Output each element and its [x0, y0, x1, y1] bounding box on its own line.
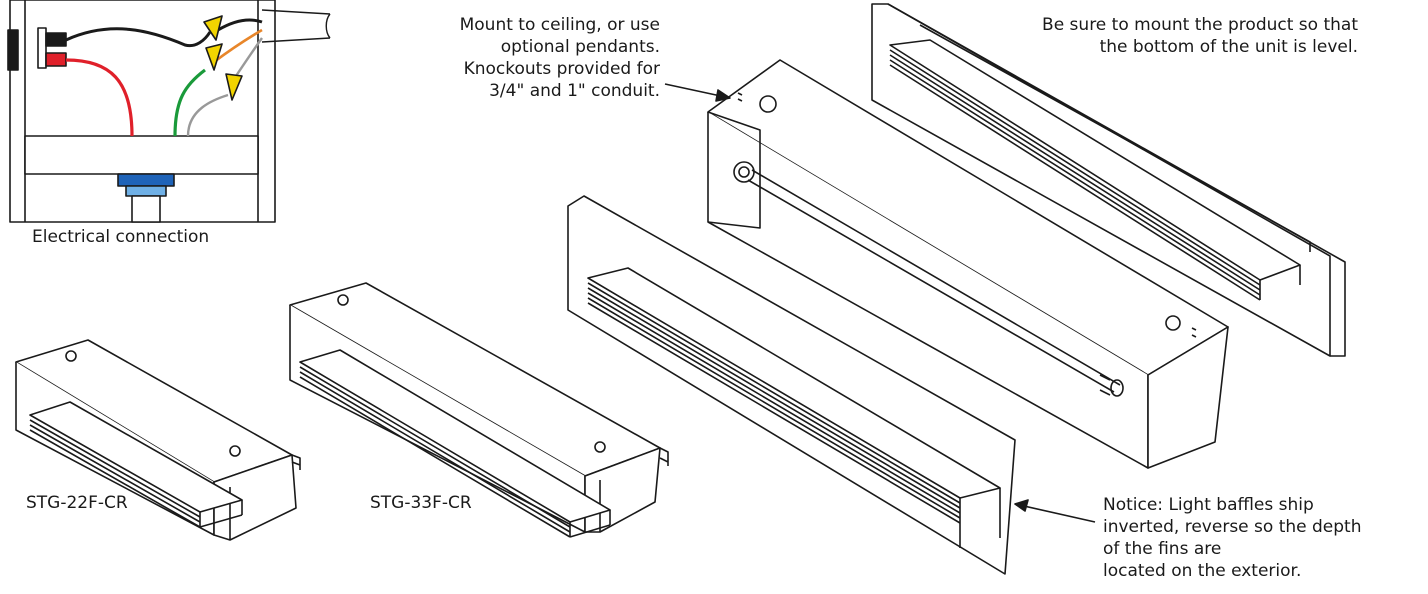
electrical-connection-inset: [7, 0, 331, 223]
fixture-stg-33f-cr: [289, 282, 669, 538]
knockout-hole-icon: [337, 294, 349, 306]
baffle-fins-illustration: [889, 39, 1301, 301]
notice-leader-arrow: [1014, 499, 1096, 523]
back-panel: [871, 3, 1346, 357]
knockout-hole-icon: [229, 445, 241, 457]
knockout-hole-icon: [594, 441, 606, 453]
black-terminal-icon: [45, 32, 67, 47]
mount-instructions-label: Mount to ceiling, or use optional pendan…: [459, 15, 660, 101]
conduit-connector-icon: [117, 173, 175, 223]
baffle-fins-illustration: [29, 401, 243, 528]
red-terminal-icon: [45, 52, 67, 67]
model-label-stg-33f-cr: STG-33F-CR: [370, 493, 472, 513]
wire-nut-icon: [203, 15, 223, 41]
fixture-stg-22f-cr: [15, 339, 301, 541]
front-panel: [567, 195, 1016, 575]
lamp-tube: [733, 161, 1124, 397]
knockout-hole-icon: [1165, 315, 1181, 331]
baffle-fins-illustration: [587, 267, 1001, 548]
knockout-hole-icon: [759, 95, 777, 113]
notice-label: Notice: Light baffles ship inverted, rev…: [1103, 495, 1362, 581]
electrical-connection-label: Electrical connection: [32, 227, 210, 247]
mount-leader-arrow: [664, 83, 731, 102]
wire-nut-icon: [205, 43, 223, 71]
model-label-stg-22f-cr: STG-22F-CR: [26, 493, 128, 513]
baffle-fins-illustration: [299, 349, 611, 538]
level-mounting-label: Be sure to mount the product so that the…: [1042, 15, 1358, 57]
fixture-exploded: [567, 3, 1346, 575]
wire-nut-icon: [225, 73, 243, 101]
knockout-hole-icon: [65, 350, 77, 362]
fixture-housing: [707, 59, 1229, 469]
